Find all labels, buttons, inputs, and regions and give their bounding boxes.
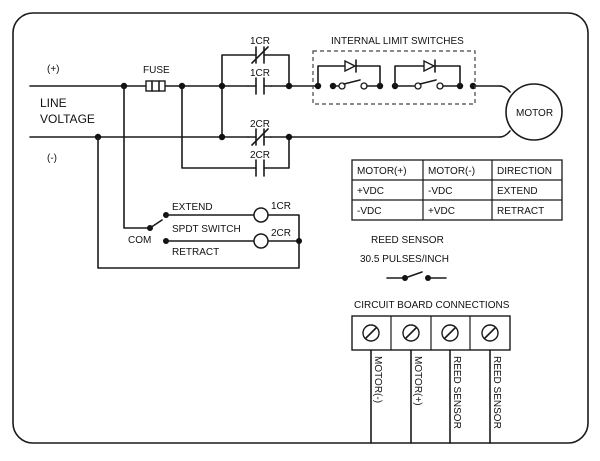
terminal-block: MOTOR(-) MOTOR(+) REED SENSOR REED SENSO… xyxy=(351,315,511,444)
reed-sensor-rate: 30.5 PULSES/INCH xyxy=(360,254,449,265)
table-cell: RETRACT xyxy=(497,206,544,217)
reed-sensor-symbol xyxy=(386,271,447,281)
table-header-motor-minus: MOTOR(-) xyxy=(428,166,475,177)
internal-limit-switches xyxy=(312,50,476,105)
table-cell: -VDC xyxy=(428,186,452,197)
terminal-screw-icon xyxy=(402,324,420,444)
fuse-label: FUSE xyxy=(143,65,170,76)
terminal-label-reed-sensor: REED SENSOR xyxy=(451,356,462,429)
direction-table: MOTOR(+) MOTOR(-) DIRECTION +VDC -VDC EX… xyxy=(351,159,563,221)
terminal-screw-icon xyxy=(441,324,459,444)
board-connections-title: CIRCUIT BOARD CONNECTIONS xyxy=(354,300,510,311)
terminal-screw-icon xyxy=(481,324,499,444)
terminal-label-reed-sensor: REED SENSOR xyxy=(491,356,502,429)
spdt-label: SPDT SWITCH xyxy=(172,224,241,235)
table-cell: -VDC xyxy=(357,206,381,217)
cr1-nc-label: 1CR xyxy=(250,36,270,47)
terminal-label-motor-minus: MOTOR(-) xyxy=(372,356,383,403)
retract-label: RETRACT xyxy=(172,247,219,258)
coil2-label: 2CR xyxy=(271,228,291,239)
terminal-label-motor-plus: MOTOR(+) xyxy=(412,356,423,406)
coil1-label: 1CR xyxy=(271,201,291,212)
control-wiring xyxy=(97,85,302,269)
cr2-no-label: 2CR xyxy=(250,150,270,161)
table-header-motor-plus: MOTOR(+) xyxy=(357,166,407,177)
labels: (+) LINE VOLTAGE (-) FUSE 1CR 1CR 2CR 2C… xyxy=(40,36,553,311)
reed-sensor-title: REED SENSOR xyxy=(371,235,444,246)
com-label: COM xyxy=(128,235,151,246)
internal-limit-label: INTERNAL LIMIT SWITCHES xyxy=(331,36,464,47)
motor-label: MOTOR xyxy=(516,108,553,119)
line-voltage-label: LINE xyxy=(40,96,67,110)
plus-label: (+) xyxy=(47,64,60,75)
table-cell: +VDC xyxy=(428,206,455,217)
diagram-border xyxy=(12,12,589,444)
line-voltage-label: VOLTAGE xyxy=(40,112,95,126)
table-header-direction: DIRECTION xyxy=(497,166,552,177)
extend-label: EXTEND xyxy=(172,202,213,213)
cr1-no-label: 1CR xyxy=(250,68,270,79)
terminal-screw-icon xyxy=(362,324,380,444)
fuse xyxy=(145,80,166,92)
minus-label: (-) xyxy=(47,153,57,164)
table-cell: +VDC xyxy=(357,186,384,197)
motor xyxy=(505,83,563,141)
cr2-nc-label: 2CR xyxy=(250,119,270,130)
table-cell: EXTEND xyxy=(497,186,538,197)
